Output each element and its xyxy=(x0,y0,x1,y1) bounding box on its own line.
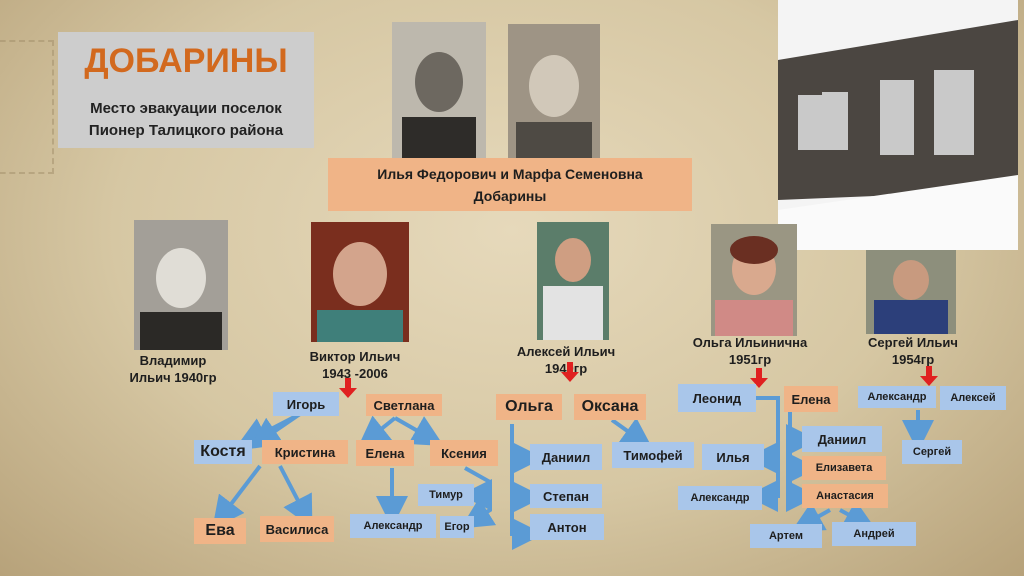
photo-house xyxy=(778,0,1018,250)
child-label-vladimir: Владимир Ильич 1940гр xyxy=(108,352,238,386)
person-aleksandr-3: Александр xyxy=(858,386,936,408)
parents-line-2: Добарины xyxy=(473,188,547,204)
person-olga: Ольга xyxy=(496,394,562,420)
photo-marfa-semenovna xyxy=(508,24,600,158)
person-egor: Егор xyxy=(440,516,474,538)
photo-ilya-fedorovich xyxy=(392,22,486,158)
subtitle-line-2: Пионер Талицкого района xyxy=(88,122,284,139)
person-kseniya: Ксения xyxy=(430,440,498,466)
page-subtitle: Место эвакуации поселок Пионер Талицкого… xyxy=(58,98,314,142)
child-year: 1954гр xyxy=(891,352,935,367)
child-name: Сергей Ильич xyxy=(868,335,958,350)
child-name: Виктор Ильич xyxy=(309,349,401,364)
person-ilya: Илья xyxy=(702,444,764,470)
person-kristina: Кристина xyxy=(262,440,348,464)
person-oksana: Оксана xyxy=(574,394,646,420)
person-artem: Артем xyxy=(750,524,822,548)
parents-label: Илья Федорович и Марфа Семеновна Добарин… xyxy=(328,158,692,211)
person-elena-1: Елена xyxy=(356,440,414,466)
postage-stamp-decoration xyxy=(0,40,54,174)
person-daniil-1: Даниил xyxy=(530,444,602,470)
photo-aleksey xyxy=(537,222,609,340)
person-stepan: Степан xyxy=(530,484,602,508)
person-anton: Антон xyxy=(530,514,604,540)
title-box: ДОБАРИНЫ Место эвакуации поселок Пионер … xyxy=(58,32,314,148)
child-name: Ольга Ильинична xyxy=(692,335,808,350)
person-daniil-2: Даниил xyxy=(802,426,882,452)
person-leonid: Леонид xyxy=(678,384,756,412)
person-aleksey: Алексей xyxy=(940,386,1006,410)
photo-vladimir xyxy=(134,220,228,350)
child-label-viktor: Виктор Ильич 1943 -2006 xyxy=(290,348,420,382)
person-elena-2: Елена xyxy=(784,386,838,412)
parents-line-1: Илья Федорович и Марфа Семеновна xyxy=(377,166,643,182)
child-year: 1943 -2006 xyxy=(322,366,388,381)
person-timur: Тимур xyxy=(418,484,474,506)
photo-viktor xyxy=(311,222,409,342)
person-vasilisa: Василиса xyxy=(260,516,334,542)
child-label-olga: Ольга Ильинична 1951гр xyxy=(680,334,820,368)
person-aleksandr-2: Александр xyxy=(678,486,762,510)
person-elizaveta: Елизавета xyxy=(802,456,886,480)
child-year: 1951гр xyxy=(728,352,772,367)
person-eva: Ева xyxy=(194,518,246,544)
child-label-sergey: Сергей Ильич 1954гр xyxy=(848,334,978,368)
person-andrey: Андрей xyxy=(832,522,916,546)
red-arrows xyxy=(339,362,938,398)
child-year: Ильич 1940гр xyxy=(129,370,217,385)
page-title: ДОБАРИНЫ xyxy=(84,42,288,80)
subtitle-line-1: Место эвакуации поселок xyxy=(90,100,282,117)
person-kostya: Костя xyxy=(194,440,252,464)
child-name: Владимир xyxy=(139,353,207,368)
child-name: Алексей Ильич xyxy=(516,344,616,359)
person-igor: Игорь xyxy=(273,392,339,416)
person-svetlana: Светлана xyxy=(366,394,442,416)
person-timofey: Тимофей xyxy=(612,442,694,468)
person-anastasiya: Анастасия xyxy=(802,484,888,508)
person-aleksandr-1: Александр xyxy=(350,514,436,538)
person-sergey: Сергей xyxy=(902,440,962,464)
photo-sergey xyxy=(866,250,956,334)
photo-olga xyxy=(711,224,797,336)
